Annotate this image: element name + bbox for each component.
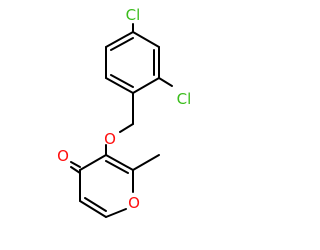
atom-oxygen-ring: O <box>128 194 140 212</box>
atom-chlorine-right: Cl <box>177 90 192 108</box>
bond-carbonyl-2 <box>70 161 81 168</box>
bond-ring-d <box>105 77 134 94</box>
bond-ring-a <box>132 31 160 48</box>
bond-c6-c5 <box>79 200 107 218</box>
molecule-canvas: Cl Cl O O O <box>57 6 192 218</box>
bond-c3-c2-inner <box>105 160 129 174</box>
atom-oxygen-carbonyl: O <box>57 147 69 165</box>
bond-ring-d-inner <box>110 74 134 88</box>
bond-ring-f-inner <box>110 37 134 51</box>
molecule-structure-diagram: Cl Cl O O O <box>57 6 192 218</box>
bond-ring-f <box>105 31 134 48</box>
atom-oxygen-ether: O <box>104 130 116 148</box>
bond-ch2-o <box>119 123 134 133</box>
bond-o1-c6 <box>105 208 127 218</box>
bond-c-cl-right <box>158 77 173 87</box>
bond-lines <box>70 23 173 218</box>
bond-ring-c <box>132 77 160 94</box>
atom-chlorine-top: Cl <box>126 6 141 24</box>
bond-carbonyl-1 <box>70 166 81 174</box>
bond-c4-c3 <box>79 154 107 171</box>
bond-c6-c5-inner <box>84 197 107 212</box>
bond-c2-methyl <box>132 154 160 171</box>
bond-c3-c2 <box>105 154 134 171</box>
